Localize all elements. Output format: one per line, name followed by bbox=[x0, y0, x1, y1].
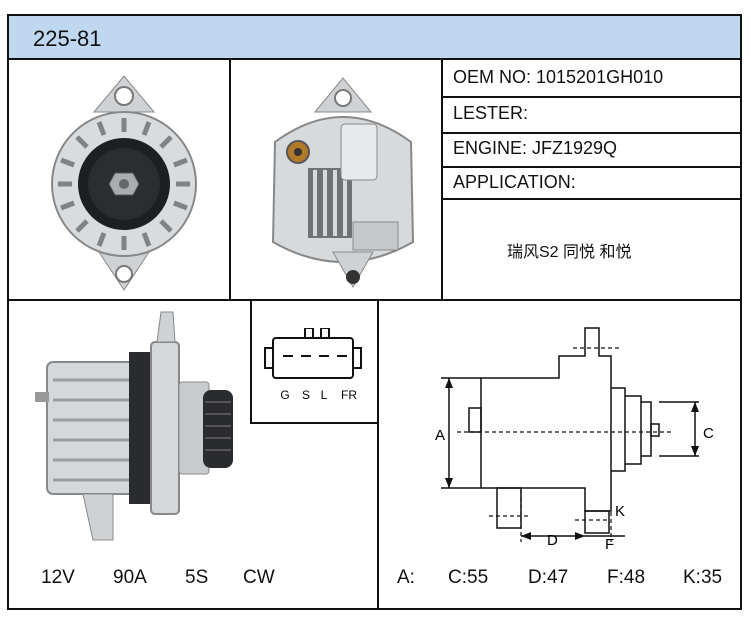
pin-label: L bbox=[321, 388, 328, 402]
spec-amperage: 90A bbox=[113, 567, 147, 588]
lester-label: LESTER: bbox=[453, 103, 529, 123]
dimension-k: K:35 bbox=[683, 567, 723, 588]
dimension-c: C:55 bbox=[448, 567, 489, 588]
divider bbox=[441, 96, 740, 98]
divider bbox=[377, 300, 379, 610]
application-label: APPLICATION: bbox=[453, 172, 576, 192]
pin-label: FR bbox=[341, 388, 357, 402]
dimension-f: F:48 bbox=[607, 567, 646, 588]
pin-label: G bbox=[280, 388, 289, 402]
dimension-a: A: bbox=[397, 567, 415, 588]
divider bbox=[441, 198, 740, 200]
spec-rotation: CW bbox=[243, 567, 275, 588]
dim-label-a: A bbox=[435, 427, 445, 444]
dim-label-d: D bbox=[547, 532, 558, 549]
alternator-side-photo bbox=[35, 311, 233, 541]
divider bbox=[250, 422, 378, 424]
part-number: 225-81 bbox=[33, 26, 102, 51]
dimension-diagram: A C D F K bbox=[435, 327, 714, 551]
oem-number: OEM NO: 1015201GH010 bbox=[453, 67, 664, 87]
connector-icon: G S L FR bbox=[264, 328, 362, 402]
divider bbox=[9, 299, 740, 301]
alternator-rear-photo bbox=[271, 77, 415, 289]
application-value: 瑞风S2 同悦 和悦 bbox=[507, 244, 632, 261]
spec-pulley: 5S bbox=[185, 567, 209, 588]
divider bbox=[441, 60, 443, 300]
divider bbox=[250, 300, 252, 424]
divider bbox=[441, 132, 740, 134]
dim-label-c: C bbox=[703, 425, 714, 442]
divider bbox=[229, 60, 231, 300]
divider bbox=[441, 166, 740, 168]
spec-sheet: 225-81 OEM NO: 1015201GH010 LESTER: ENGI… bbox=[7, 14, 742, 610]
pin-label: S bbox=[302, 388, 310, 402]
dim-label-k: K bbox=[615, 503, 625, 520]
dim-label-f: F bbox=[605, 536, 614, 551]
dimension-d: D:47 bbox=[528, 567, 569, 588]
spec-voltage: 12V bbox=[41, 567, 75, 588]
header-bar: 225-81 bbox=[9, 16, 740, 60]
alternator-front-photo bbox=[51, 75, 197, 291]
engine-label: ENGINE: JFZ1929Q bbox=[453, 138, 618, 158]
